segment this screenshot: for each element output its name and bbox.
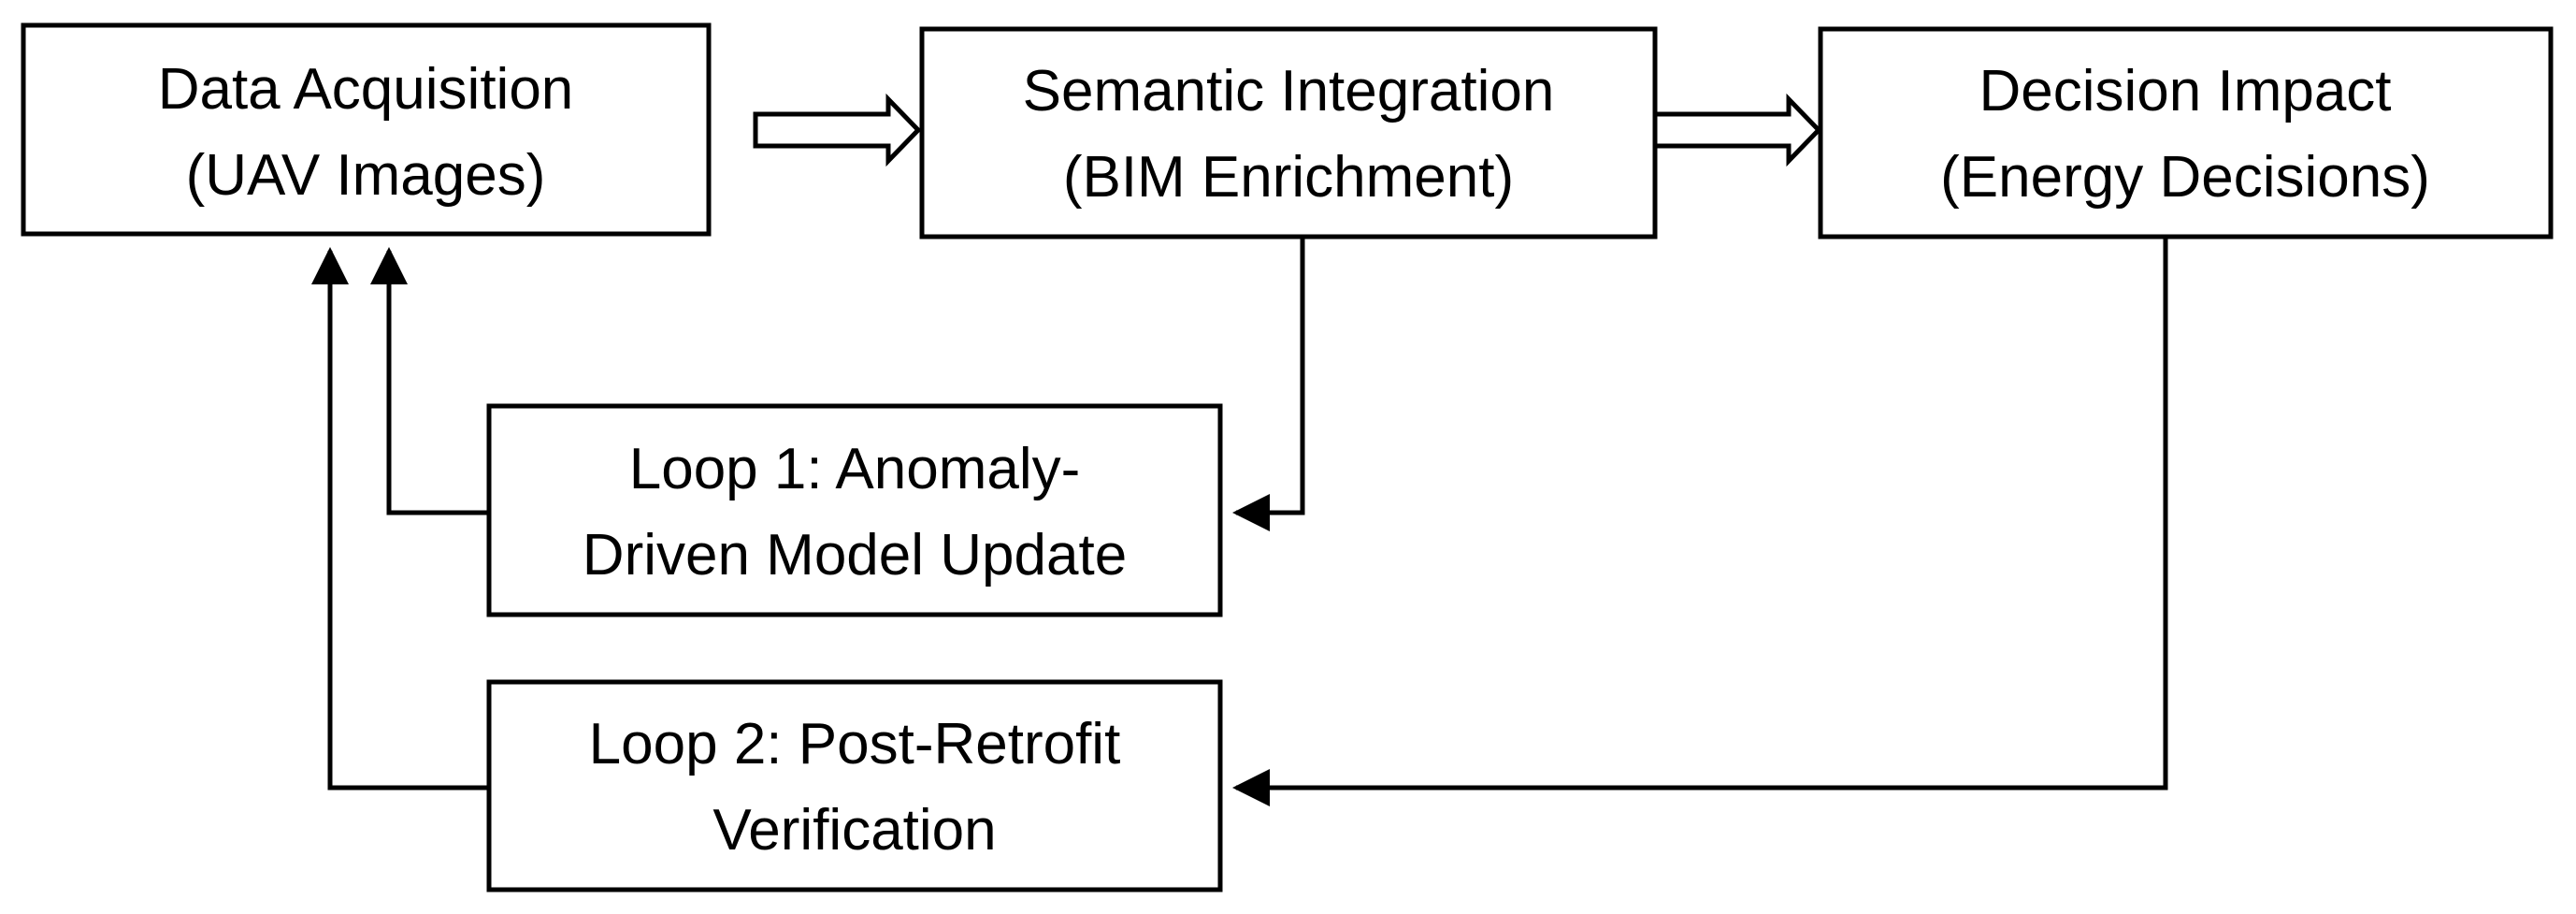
node-label-line-1: Loop 2: Post-Retrofit (589, 712, 1121, 776)
hollow-arrow-integration-to-decision (1652, 93, 1822, 167)
node-label-line-2: Driven Model Update (583, 523, 1127, 588)
connector-loop-2-to-acquisition (311, 247, 489, 791)
node-semantic-integration: Semantic Integration (BIM Enrichment) (919, 26, 1658, 239)
node-label-line-1: Loop 1: Anomaly- (629, 437, 1081, 501)
hollow-arrow-acquisition-to-integration (753, 93, 922, 167)
node-label-line-2: Verification (712, 798, 996, 863)
node-label-line-1: Data Acquisition (158, 57, 574, 122)
connector-integration-to-loop-1 (1232, 237, 1305, 531)
connector-loop-1-to-acquisition (370, 247, 489, 515)
node-loop-2: Loop 2: Post-Retrofit Verification (486, 679, 1223, 892)
node-decision-impact: Decision Impact (Energy Decisions) (1818, 26, 2554, 239)
node-data-acquisition: Data Acquisition (UAV Images) (21, 22, 712, 237)
node-label-line-2: (UAV Images) (186, 143, 546, 208)
node-label-line-1: Semantic Integration (1023, 59, 1555, 123)
node-label-line-1: Decision Impact (1979, 59, 2391, 123)
node-label-line-2: (Energy Decisions) (1940, 145, 2430, 210)
connector-decision-to-loop-2 (1232, 237, 2168, 806)
node-label-line-2: (BIM Enrichment) (1063, 145, 1514, 210)
node-loop-1: Loop 1: Anomaly- Driven Model Update (486, 403, 1223, 617)
